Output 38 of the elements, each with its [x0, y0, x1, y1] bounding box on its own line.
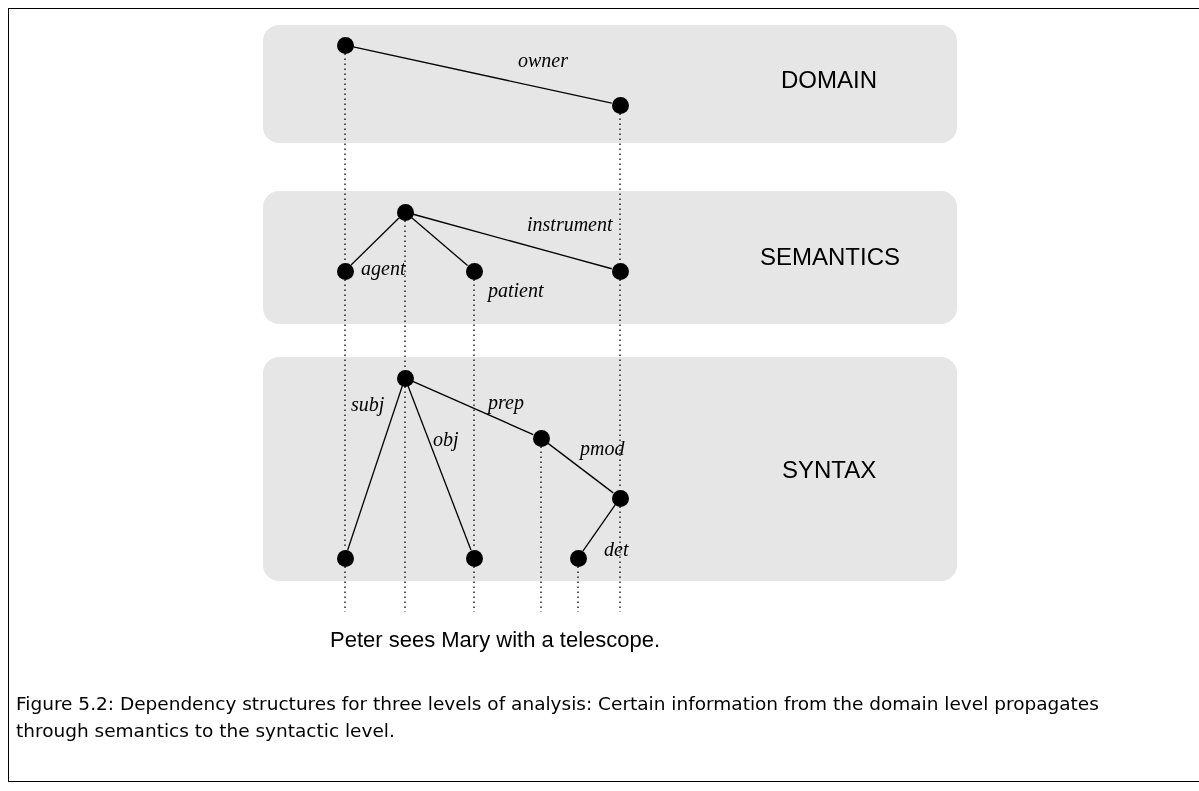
level-name: DOMAIN [781, 66, 877, 94]
dependency-line [412, 213, 613, 270]
dependency-line [582, 504, 616, 552]
word-node-dot [465, 549, 483, 567]
level-name: SYNTAX [782, 456, 877, 484]
word-node-dot [336, 549, 354, 567]
level-name: SEMANTICS [760, 243, 900, 271]
word-node-dot [396, 203, 414, 221]
dependency-line [350, 217, 400, 266]
dependency-line [407, 385, 472, 551]
word-node-dot [569, 549, 587, 567]
word-node-dot [611, 96, 629, 114]
dependency-line [412, 380, 534, 436]
dependency-line [352, 46, 613, 104]
level-band [263, 191, 957, 324]
level-band [263, 25, 957, 143]
edge-label: det [604, 538, 629, 561]
edge-label: agent [361, 257, 406, 280]
dependency-line [410, 216, 469, 267]
word-node-dot [611, 262, 629, 280]
edge-label: subj [351, 393, 385, 416]
edge-label: patient [488, 279, 544, 302]
word-node-dot [465, 262, 483, 280]
word-node-dot [336, 36, 354, 54]
word-node-dot [532, 429, 550, 447]
dependency-line [347, 385, 403, 551]
word-node-dot [396, 369, 414, 387]
dependency-line [547, 442, 614, 494]
edge-label: instrument [527, 213, 613, 236]
word-node-dot [611, 489, 629, 507]
word-node-dot [336, 262, 354, 280]
figure-caption: Figure 5.2: Dependency structures for three levels of analysis: Certain information from the domain level propagates through semantics to the syntactic level. [16, 692, 1100, 743]
edge-label: obj [433, 428, 459, 451]
example-sentence: Peter sees Mary with a telescope. [330, 627, 661, 653]
edge-label: owner [518, 49, 568, 72]
edge-label: prep [488, 391, 524, 414]
edge-label: pmod [580, 437, 625, 460]
level-band [263, 357, 957, 581]
